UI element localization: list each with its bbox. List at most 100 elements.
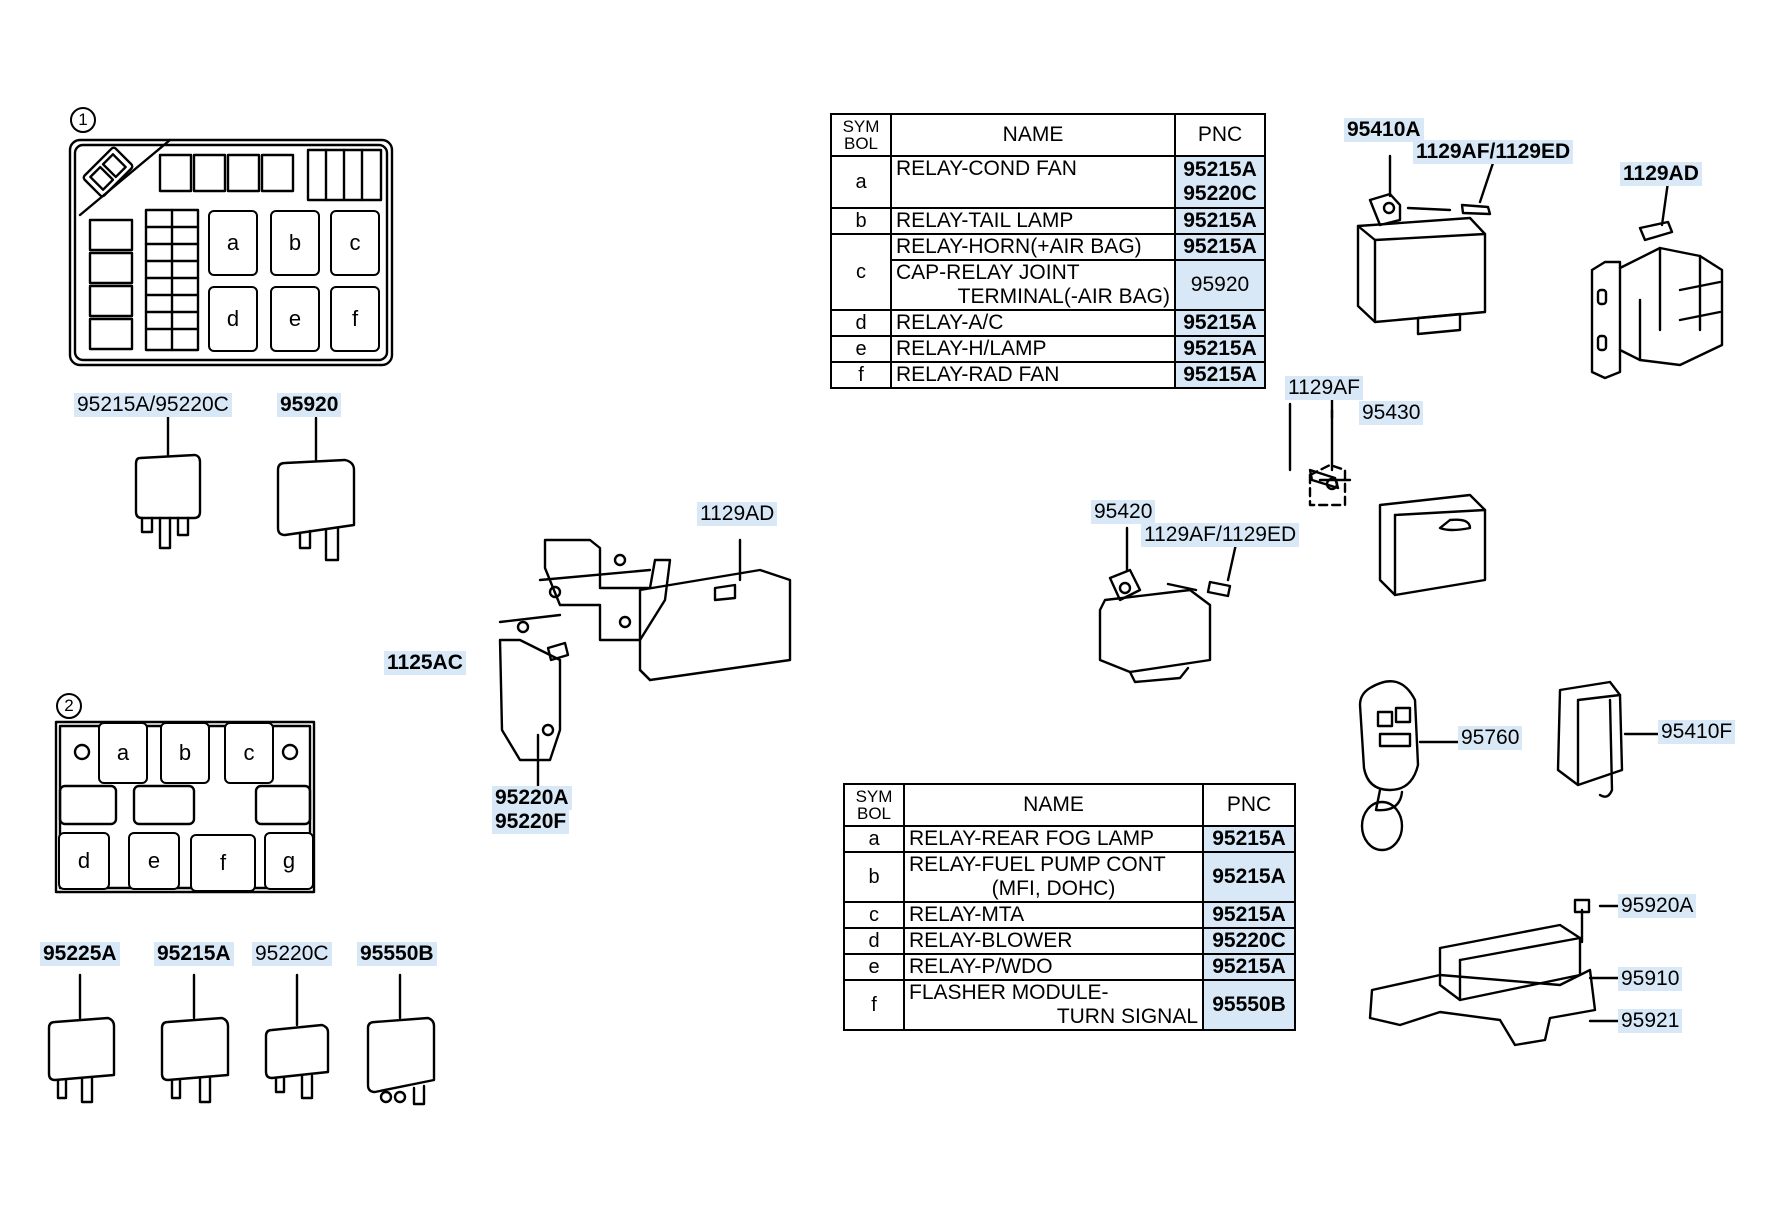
table-cell-name: RELAY-MTA [903, 901, 1204, 929]
relay-bracket-assembly-drawing [498, 538, 792, 788]
table-cell-name: RELAY-P/WDO [903, 953, 1204, 981]
label-1129af-1129ed-top[interactable]: 1129AF/1129ED [1413, 140, 1574, 164]
box-1-number: 1 [70, 107, 96, 133]
table-cell-pnc[interactable]: 95220C [1202, 927, 1296, 955]
table-cell-symbol: c [830, 233, 892, 311]
label-95420[interactable]: 95420 [1091, 500, 1156, 524]
table-cell-name: RELAY-H/LAMP [890, 335, 1176, 363]
table-cell-pnc[interactable]: 95920 [1174, 259, 1266, 311]
table-row: e RELAY-P/WDO 95215A [843, 953, 1296, 981]
box-2-slot-f: f [190, 834, 256, 892]
table-row: c RELAY-HORN(+AIR BAG) 95215A [830, 233, 1266, 311]
relay-95920-drawing [276, 416, 356, 562]
module-95410f-drawing [1556, 680, 1662, 798]
label-95920[interactable]: 95920 [277, 393, 342, 417]
table-row: d RELAY-A/C 95215A [830, 309, 1266, 337]
label-95910[interactable]: 95910 [1618, 967, 1683, 991]
table-cell-symbol: f [830, 361, 892, 389]
table-cell-pnc[interactable]: 95215A [1202, 851, 1296, 903]
box-2-slot-g: g [264, 832, 314, 890]
table-cell-symbol: b [830, 207, 892, 235]
label-95220c-bottom[interactable]: 95220C [252, 942, 332, 966]
table-cell-name: FLASHER MODULE-TURN SIGNAL [903, 979, 1204, 1031]
bracket-95910-drawing [1368, 898, 1622, 1047]
label-95220f[interactable]: 95220F [492, 810, 570, 834]
table-row: d RELAY-BLOWER 95220C [843, 927, 1296, 955]
table-row: f FLASHER MODULE-TURN SIGNAL 95550B [843, 979, 1296, 1031]
table-row: b RELAY-FUEL PUMP CONT(MFI, DOHC) 95215A [843, 851, 1296, 903]
table-cell-pnc[interactable]: 95215A [1174, 309, 1266, 337]
label-95410f[interactable]: 95410F [1658, 720, 1736, 744]
table-cell-pnc[interactable]: 95215A [1174, 233, 1266, 261]
key-fob-95760-drawing [1358, 680, 1467, 852]
table-cell-pnc[interactable]: 95550B [1202, 979, 1296, 1031]
table-cell-pnc[interactable]: 95215A [1174, 361, 1266, 389]
box-2-number: 2 [56, 693, 82, 719]
table-cell-pnc[interactable]: 95215A [1202, 953, 1296, 981]
table-cell-name: RELAY-FUEL PUMP CONT(MFI, DOHC) [903, 851, 1204, 903]
table-cell-symbol: b [843, 851, 905, 903]
table-cell-symbol: c [843, 901, 905, 929]
table-cell-pnc[interactable]: 95215A [1202, 825, 1296, 853]
table-cell-name: RELAY-RAD FAN [890, 361, 1176, 389]
relay-95430-drawing [1288, 393, 1487, 597]
box-1-slot-f: f [330, 286, 380, 352]
box-2-slot-d: d [58, 832, 110, 890]
header-pnc: PNC [1202, 783, 1296, 827]
box-2-slot-b: b [160, 722, 210, 784]
label-95215a-bottom[interactable]: 95215A [154, 942, 234, 966]
label-95410a[interactable]: 95410A [1344, 118, 1424, 142]
table-cell-symbol: e [830, 335, 892, 363]
label-95760[interactable]: 95760 [1458, 726, 1523, 750]
table-cell-symbol: a [843, 825, 905, 853]
table-cell-name: RELAY-COND FAN [890, 155, 1176, 209]
header-pnc: PNC [1174, 113, 1266, 157]
table-cell-name: RELAY-REAR FOG LAMP [903, 825, 1204, 853]
label-95920a[interactable]: 95920A [1618, 894, 1697, 918]
box-2-slot-a: a [98, 722, 148, 784]
table-row: f RELAY-RAD FAN 95215A [830, 361, 1266, 389]
box-1-slot-d: d [208, 286, 258, 352]
table-cell-symbol: e [843, 953, 905, 981]
table-cell-pnc[interactable]: 95215A [1202, 901, 1296, 929]
table-cell-symbol: d [830, 309, 892, 337]
label-1125ac[interactable]: 1125AC [384, 651, 466, 675]
label-95430[interactable]: 95430 [1359, 401, 1424, 425]
box-1-slot-a: a [208, 210, 258, 276]
label-1129ad-center[interactable]: 1129AD [697, 502, 778, 526]
box-2-slot-e: e [128, 832, 180, 890]
table-cell-name: RELAY-BLOWER [903, 927, 1204, 955]
table-cell-symbol: f [843, 979, 905, 1031]
label-1129ad-right[interactable]: 1129AD [1620, 162, 1702, 186]
box-1-slot-e: e [270, 286, 320, 352]
box-2-slot-c: c [224, 722, 274, 784]
label-1129af-1129ed-mid[interactable]: 1129AF/1129ED [1141, 523, 1300, 547]
label-95215a-95220c[interactable]: 95215A/95220C [74, 393, 232, 417]
relay-95420-drawing [1098, 526, 1240, 684]
table-row: c RELAY-MTA 95215A [843, 901, 1296, 929]
label-95550b[interactable]: 95550B [357, 942, 437, 966]
label-95921[interactable]: 95921 [1618, 1009, 1683, 1033]
table-row: e RELAY-H/LAMP 95215A [830, 335, 1266, 363]
label-95225a[interactable]: 95225A [40, 942, 120, 966]
relay-bracket-right-drawing [1590, 180, 1724, 380]
label-95220a[interactable]: 95220A [492, 786, 572, 810]
relay-95410a-drawing [1356, 154, 1496, 336]
table-cell-name: RELAY-A/C [890, 309, 1176, 337]
box-1-slot-b: b [270, 210, 320, 276]
table-cell-symbol: d [843, 927, 905, 955]
table-cell-pnc[interactable]: 95215A [1174, 207, 1266, 235]
table-row: a RELAY-REAR FOG LAMP 95215A [843, 825, 1296, 853]
label-1129af[interactable]: 1129AF [1285, 376, 1363, 400]
table-cell-pnc[interactable]: 95215A [1174, 335, 1266, 363]
